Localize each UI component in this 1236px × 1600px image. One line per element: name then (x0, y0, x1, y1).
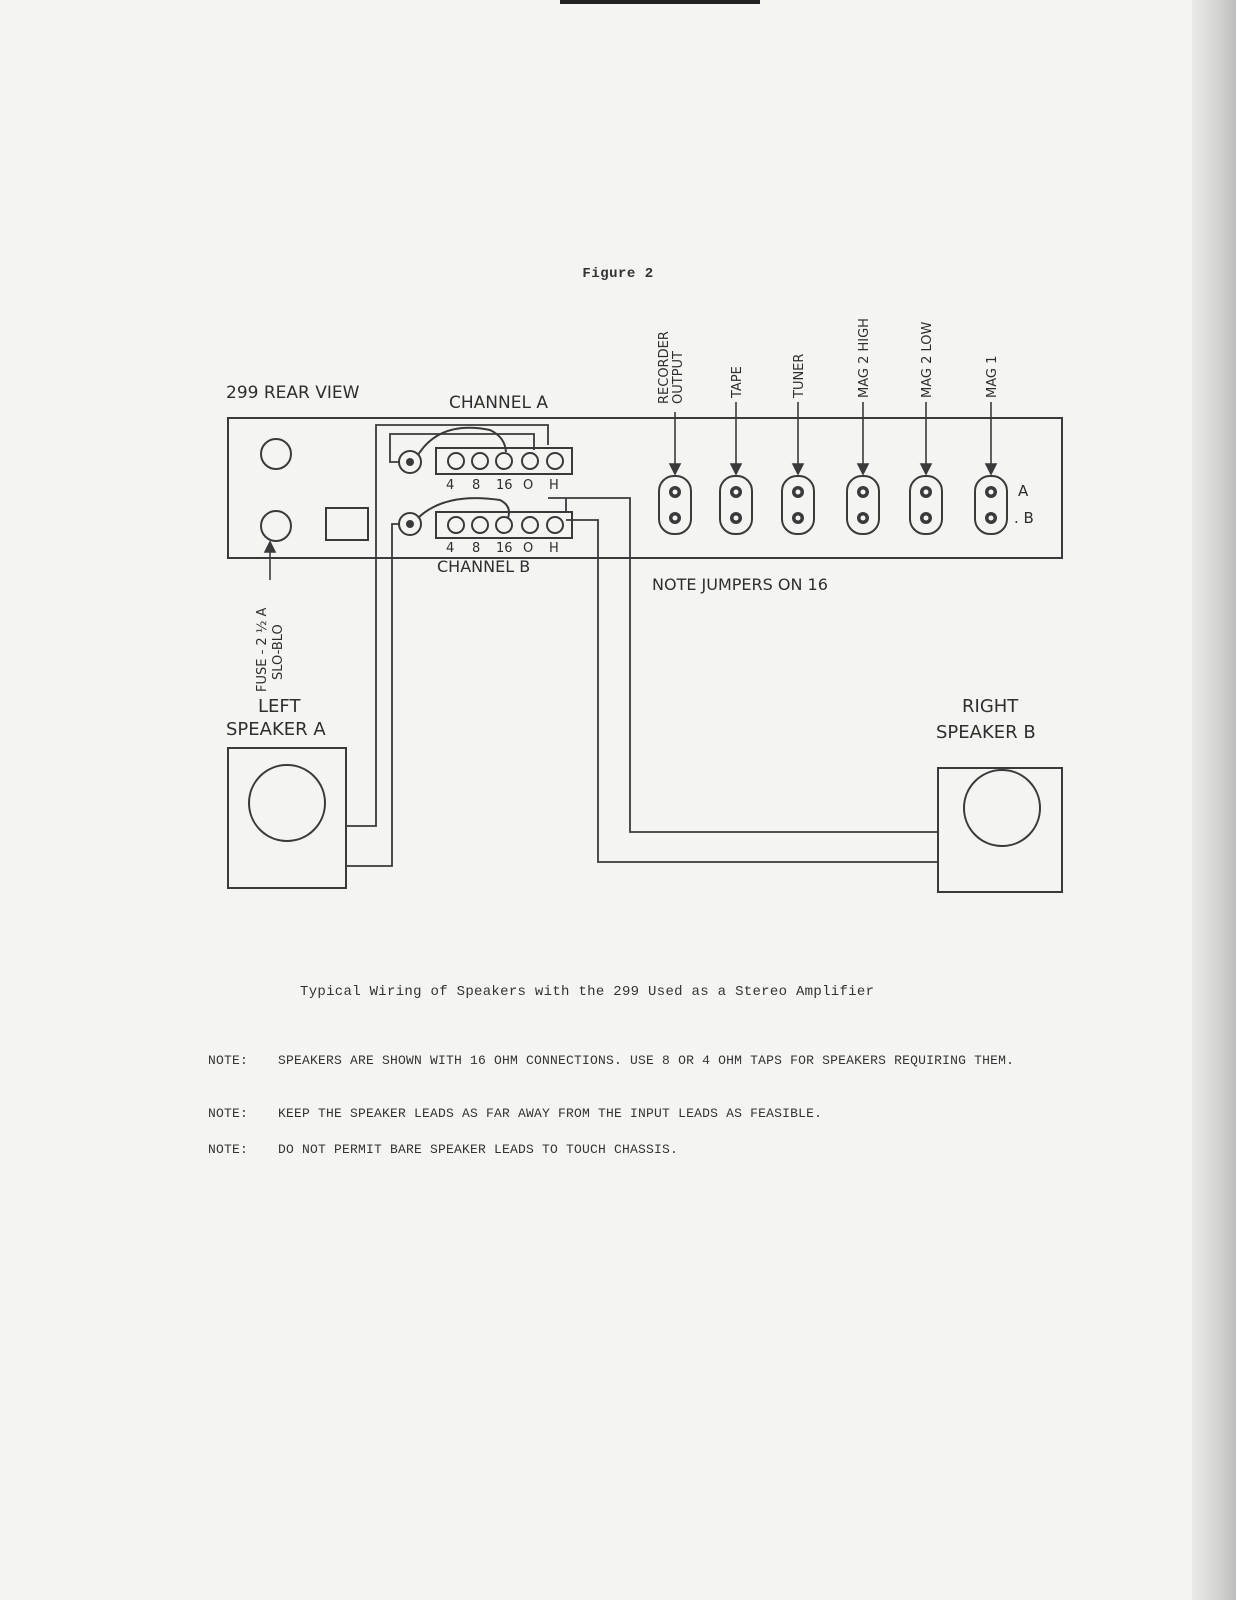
svg-text:H: H (549, 478, 559, 493)
channel-b-label: CHANNEL B (437, 557, 530, 576)
input-jack-tape (719, 475, 753, 535)
note-text: SPEAKERS ARE SHOWN WITH 16 OHM CONNECTIO… (278, 1053, 1015, 1068)
note-1: NOTE: SPEAKERS ARE SHOWN WITH 16 OHM CONN… (208, 1053, 1068, 1069)
fuse-holder-top (260, 438, 292, 470)
right-speaker-label-1: RIGHT (962, 696, 1019, 717)
channel-a-label: CHANNEL A (449, 393, 548, 413)
input-jack-mag2high (846, 475, 880, 535)
row-label-a: A (1018, 482, 1029, 500)
input-label-mag2high: MAG 2 HIGH (857, 318, 872, 398)
left-speaker-label-1: LEFT (258, 696, 301, 717)
figure-title: Figure 2 (582, 266, 654, 282)
note-label: NOTE: (208, 1053, 249, 1068)
input-label-recorder: RECORDER (657, 331, 672, 404)
wiring-diagram: 299 REAR VIEW CHANNEL A CHANNEL B 4 8 16… (226, 318, 1063, 893)
left-speaker-lead-1 (346, 424, 549, 827)
fuse-holder-bottom (260, 510, 292, 542)
input-jack-recorder (658, 475, 692, 535)
page-edge-shadow (1192, 0, 1236, 1600)
fuse-label: FUSE - 2 ½ A (255, 607, 270, 692)
svg-text:16: 16 (496, 478, 513, 493)
svg-text:SLO-BLO: SLO-BLO (271, 624, 286, 680)
terminal-strip-a (435, 447, 573, 475)
terminal-strip-b (435, 511, 573, 539)
input-label-mag1: MAG 1 (985, 356, 1000, 398)
page-top-edge (560, 0, 760, 4)
chassis-box (325, 507, 369, 541)
input-label-tape: TAPE (730, 366, 745, 399)
note-label: NOTE: (208, 1106, 249, 1121)
row-label-b: . B (1014, 509, 1034, 527)
svg-text:OUTPUT: OUTPUT (671, 351, 686, 404)
rear-view-label: 299 REAR VIEW (226, 383, 360, 403)
input-label-tuner: TUNER (792, 354, 807, 399)
input-jack-mag2low (909, 475, 943, 535)
right-speaker-lead-2 (566, 519, 938, 863)
figure-caption: Typical Wiring of Speakers with the 299 … (300, 984, 875, 1000)
terminal-b-label: 4 (446, 541, 454, 556)
left-speaker-cone (248, 764, 326, 842)
note-2: NOTE: KEEP THE SPEAKER LEADS AS FAR AWAY … (208, 1106, 1068, 1122)
svg-text:O: O (523, 541, 533, 556)
note-3: NOTE: DO NOT PERMIT BARE SPEAKER LEADS TO… (208, 1142, 1068, 1158)
input-jack-mag1 (974, 475, 1008, 535)
left-speaker-label-2: SPEAKER A (226, 719, 326, 740)
left-speaker-lead-2 (346, 523, 400, 867)
svg-text:16: 16 (496, 541, 513, 556)
right-speaker-cone (963, 769, 1041, 847)
svg-text:8: 8 (472, 478, 480, 493)
right-speaker-box (937, 767, 1063, 893)
jumper-note: NOTE JUMPERS ON 16 (652, 575, 828, 594)
right-speaker-label-2: SPEAKER B (936, 722, 1036, 743)
terminal-a-label: 4 (446, 478, 454, 493)
input-jack-tuner (781, 475, 815, 535)
svg-text:8: 8 (472, 541, 480, 556)
note-label: NOTE: (208, 1142, 249, 1157)
note-text: DO NOT PERMIT BARE SPEAKER LEADS TO TOUC… (278, 1142, 679, 1157)
svg-text:O: O (523, 478, 533, 493)
jumper-a (417, 426, 507, 456)
jumper-b (417, 497, 510, 519)
chassis-outline (227, 417, 1063, 559)
note-text: KEEP THE SPEAKER LEADS AS FAR AWAY FROM … (278, 1106, 823, 1121)
svg-text:H: H (549, 541, 559, 556)
input-label-mag2low: MAG 2 LOW (920, 321, 935, 398)
left-speaker-box (227, 747, 347, 889)
right-speaker-lead-1 (566, 497, 938, 833)
